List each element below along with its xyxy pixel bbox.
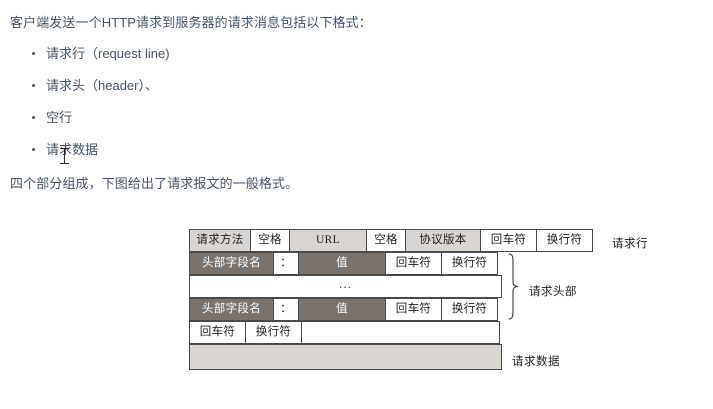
diagram-cell-header-field-2-2: 值 [298,298,386,321]
diagram-cell-header-ellipsis-0: … [189,275,502,298]
list-item-label: 空行 [46,110,73,125]
diagram-cell-header-field-1-3: 回车符 [385,252,442,275]
diagram-cell-header-field-1-0: 头部字段名 [189,252,274,275]
bullet-dot-icon [32,148,35,151]
bullet-dot-icon [32,84,35,87]
diagram-row-request-body [189,344,502,370]
diagram-cell-request-body-0 [189,344,502,370]
diagram-cell-blank-line-1: 换行符 [245,321,302,344]
list-item: 空行 [10,109,700,126]
diagram-label-request-line: 请求行 [612,238,648,250]
intro-paragraph: 客户端发送一个HTTP请求到服务器的请求消息包括以下格式： [10,15,372,30]
diagram-cell-header-field-1-1: ： [273,252,299,275]
list-item: 请求数据 [10,141,700,158]
format-bullet-list: 请求行（request line) 请求头（header）、 空行 请求数据 [10,45,700,158]
diagram-cell-blank-line-2 [301,321,500,344]
diagram-cell-header-field-1-4: 换行符 [441,252,498,275]
list-item-label: 请求头（header）、 [46,78,158,93]
diagram-cell-request-line-4: 协议版本 [405,229,481,252]
diagram-cell-header-field-2-3: 回车符 [385,298,442,321]
curly-brace-icon [507,253,521,320]
diagram-cell-blank-line-0: 回车符 [189,321,246,344]
diagram-row-blank-line: 回车符换行符 [189,321,500,344]
diagram-cell-header-field-2-1: ： [273,298,299,321]
diagram-row-header-ellipsis: … [189,275,502,298]
bullet-dot-icon [32,52,35,55]
list-item: 请求行（request line) [10,45,700,62]
diagram-cell-header-field-1-2: 值 [298,252,386,275]
list-item: 请求头（header）、 [10,77,700,94]
list-item-label: 请求数据 [46,142,99,157]
diagram-cell-header-field-2-0: 头部字段名 [189,298,274,321]
diagram-cell-request-line-1: 空格 [250,229,290,252]
list-item-label: 请求行（request line) [46,46,170,61]
diagram-label-request-data: 请求数据 [512,356,560,368]
document-body: 客户端发送一个HTTP请求到服务器的请求消息包括以下格式： 请求行（reques… [10,14,700,193]
diagram-cell-request-line-0: 请求方法 [189,229,251,252]
diagram-row-header-field-1: 头部字段名：值回车符换行符 [189,252,498,275]
bullet-dot-icon [32,116,35,119]
diagram-row-header-field-2: 头部字段名：值回车符换行符 [189,298,498,321]
diagram-cell-request-line-6: 换行符 [536,229,593,252]
diagram-cell-request-line-5: 回车符 [480,229,537,252]
ellipsis-text: … [338,276,353,291]
closing-paragraph: 四个部分组成，下图给出了请求报文的一般格式。 [10,176,299,191]
diagram-cell-header-field-2-4: 换行符 [441,298,498,321]
diagram-cell-request-line-3: 空格 [366,229,406,252]
diagram-cell-request-line-2: URL [289,229,367,252]
diagram-label-request-header: 请求头部 [529,286,577,298]
